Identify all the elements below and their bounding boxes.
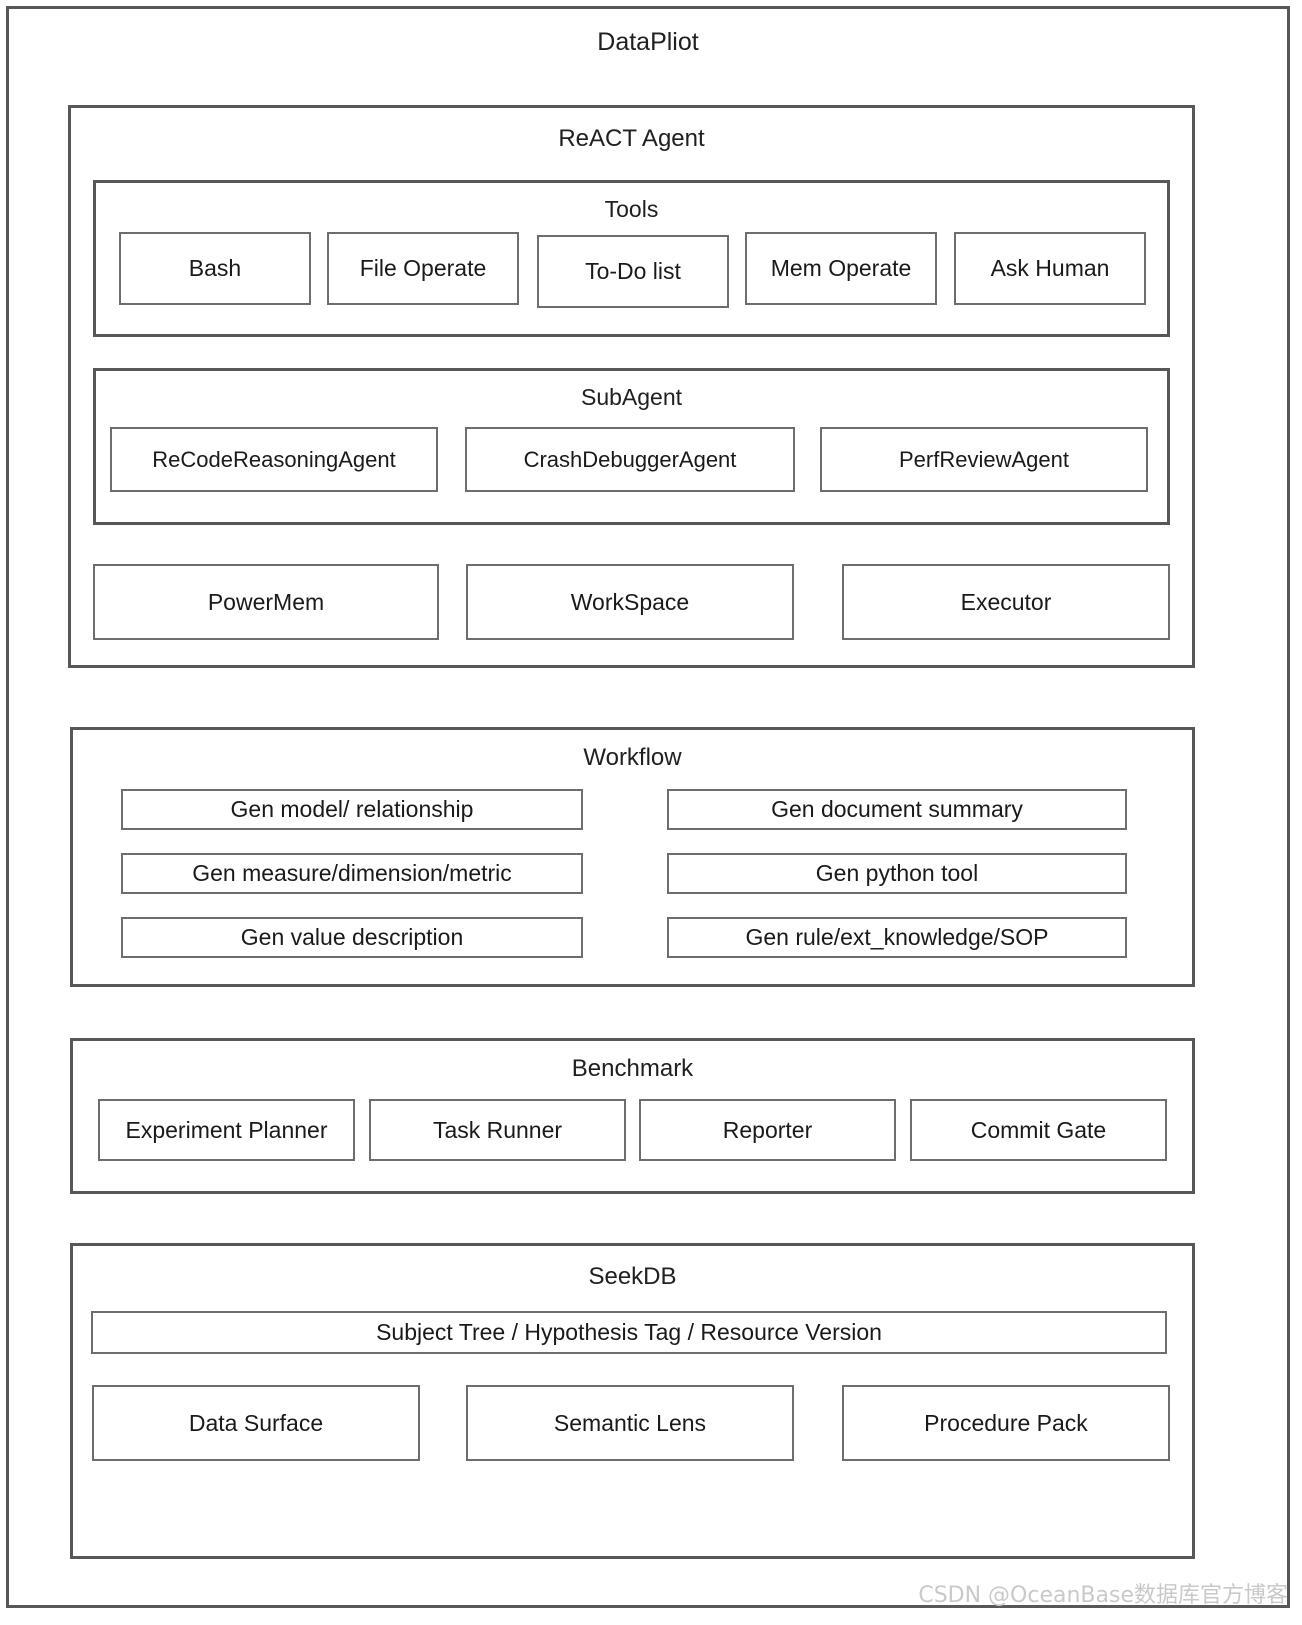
tool-bash[interactable]: Bash xyxy=(119,232,311,305)
workflow-gen-python-tool[interactable]: Gen python tool xyxy=(667,853,1127,894)
seekdb-data-surface[interactable]: Data Surface xyxy=(92,1385,420,1461)
component-executor[interactable]: Executor xyxy=(842,564,1170,640)
page-title: DataPliot xyxy=(597,28,699,56)
seekdb-semantic-lens[interactable]: Semantic Lens xyxy=(466,1385,794,1461)
tool-mem-operate[interactable]: Mem Operate xyxy=(745,232,937,305)
workflow-gen-document-summary[interactable]: Gen document summary xyxy=(667,789,1127,830)
benchmark-reporter[interactable]: Reporter xyxy=(639,1099,896,1161)
seekdb-banner[interactable]: Subject Tree / Hypothesis Tag / Resource… xyxy=(91,1311,1167,1354)
csdn-watermark: CSDN @OceanBase数据库官方博客 xyxy=(918,1583,1288,1608)
workflow-gen-model-relationship[interactable]: Gen model/ relationship xyxy=(121,789,583,830)
subagent-title: SubAgent xyxy=(580,384,683,410)
seekdb-title: SeekDB xyxy=(588,1263,677,1290)
component-workspace[interactable]: WorkSpace xyxy=(466,564,794,640)
component-powermem[interactable]: PowerMem xyxy=(93,564,439,640)
tool-ask-human[interactable]: Ask Human xyxy=(954,232,1146,305)
tool-to-do-list[interactable]: To-Do list xyxy=(537,235,729,308)
workflow-title: Workflow xyxy=(583,744,682,771)
tool-file-operate[interactable]: File Operate xyxy=(327,232,519,305)
workflow-gen-rule-ext-knowledge-sop[interactable]: Gen rule/ext_knowledge/SOP xyxy=(667,917,1127,958)
benchmark-title: Benchmark xyxy=(571,1055,694,1082)
workflow-gen-value-description[interactable]: Gen value description xyxy=(121,917,583,958)
react-agent-title: ReACT Agent xyxy=(558,125,705,152)
subagent-recodereasoningagent[interactable]: ReCodeReasoningAgent xyxy=(110,427,438,492)
benchmark-commit-gate[interactable]: Commit Gate xyxy=(910,1099,1167,1161)
benchmark-task-runner[interactable]: Task Runner xyxy=(369,1099,626,1161)
tools-title: Tools xyxy=(604,196,659,222)
subagent-crashdebuggeragent[interactable]: CrashDebuggerAgent xyxy=(465,427,795,492)
benchmark-experiment-planner[interactable]: Experiment Planner xyxy=(98,1099,355,1161)
subagent-perfreviewagent[interactable]: PerfReviewAgent xyxy=(820,427,1148,492)
seekdb-procedure-pack[interactable]: Procedure Pack xyxy=(842,1385,1170,1461)
workflow-gen-measure-dimension-metric[interactable]: Gen measure/dimension/metric xyxy=(121,853,583,894)
